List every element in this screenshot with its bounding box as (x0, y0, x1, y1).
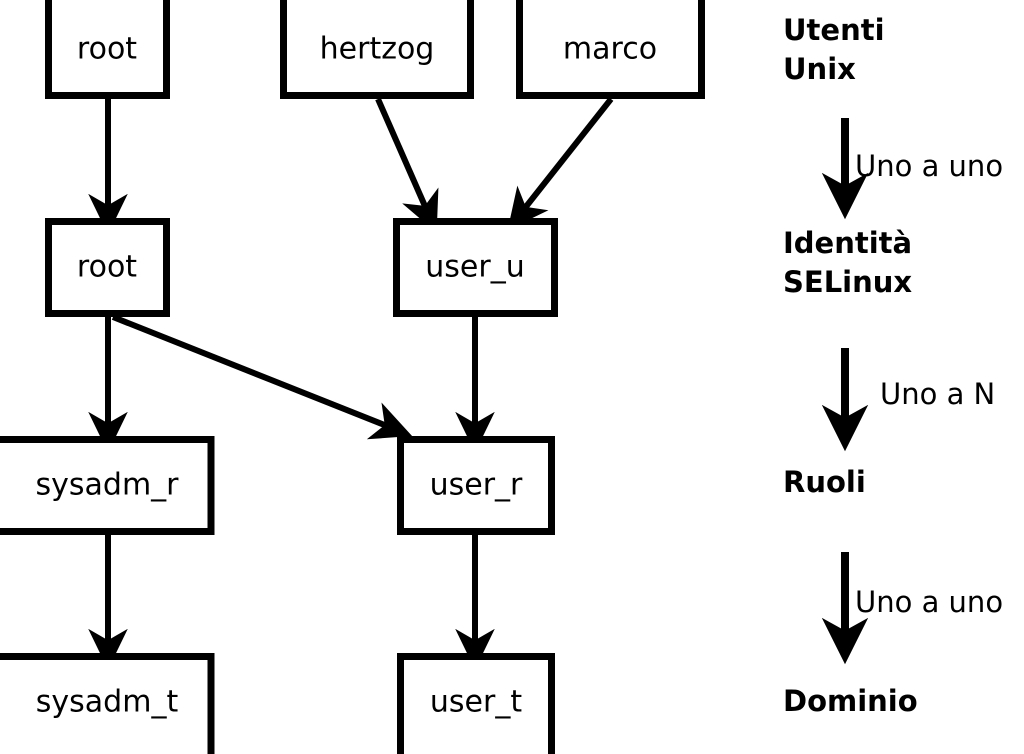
node-identity-root[interactable]: root (45, 218, 170, 317)
node-label-unix-hertzog: hertzog (320, 32, 435, 67)
legend-relation-label-1: Uno a uno (855, 149, 1003, 183)
edge-root-to-user-r (111, 314, 413, 440)
edges-group (88, 97, 614, 670)
legend-level-unix-users-line2: Unix (783, 52, 856, 86)
legend-level-unix-users: Utenti Unix (783, 13, 885, 86)
node-label-identity-user-u: user_u (425, 250, 524, 285)
node-identity-user-u[interactable]: user_u (393, 218, 558, 317)
node-domain-sysadm-t[interactable]: sysadm_t (0, 653, 215, 754)
node-domain-user-t[interactable]: user_t (397, 653, 555, 754)
node-role-user-r[interactable]: user_r (397, 436, 555, 535)
legend-level-roles-line1: Ruoli (783, 465, 866, 499)
node-label-domain-user-t: user_t (430, 685, 522, 720)
legend-relation-label-2: Uno a N (880, 377, 995, 411)
legend-level-domains: Dominio (783, 684, 918, 718)
legend-level-selinux-identities-line1: Identità (783, 226, 912, 260)
legend-group: Utenti Unix Uno a uno Identità SELinux U… (783, 13, 1003, 718)
legend-level-selinux-identities: Identità SELinux (783, 226, 912, 299)
legend-level-roles: Ruoli (783, 465, 866, 499)
node-label-identity-root: root (77, 250, 137, 285)
node-role-sysadm-r[interactable]: sysadm_r (0, 436, 215, 535)
node-label-unix-marco: marco (563, 32, 657, 67)
node-unix-hertzog[interactable]: hertzog (280, 0, 474, 99)
node-unix-root[interactable]: root (45, 0, 170, 99)
legend-level-domains-line1: Dominio (783, 684, 918, 718)
node-label-role-sysadm-r: sysadm_r (36, 468, 180, 503)
legend-relation-unix-to-identity: Uno a uno (821, 118, 1003, 220)
edge-marco-to-user-u (507, 97, 614, 230)
legend-level-selinux-identities-line2: SELinux (783, 265, 912, 299)
legend-relation-identity-to-role: Uno a N (821, 348, 995, 452)
legend-relation-role-to-domain: Uno a uno (821, 552, 1003, 665)
legend-level-unix-users-line1: Utenti (783, 13, 885, 47)
nodes-group: root hertzog marco root user_u sysadm_r (0, 0, 705, 754)
node-unix-marco[interactable]: marco (516, 0, 705, 99)
edge-hertzog-to-user-u (375, 97, 439, 233)
legend-relation-label-3: Uno a uno (855, 585, 1003, 619)
node-label-role-user-r: user_r (430, 468, 523, 503)
node-label-domain-sysadm-t: sysadm_t (36, 685, 179, 720)
node-label-unix-root: root (77, 32, 137, 67)
